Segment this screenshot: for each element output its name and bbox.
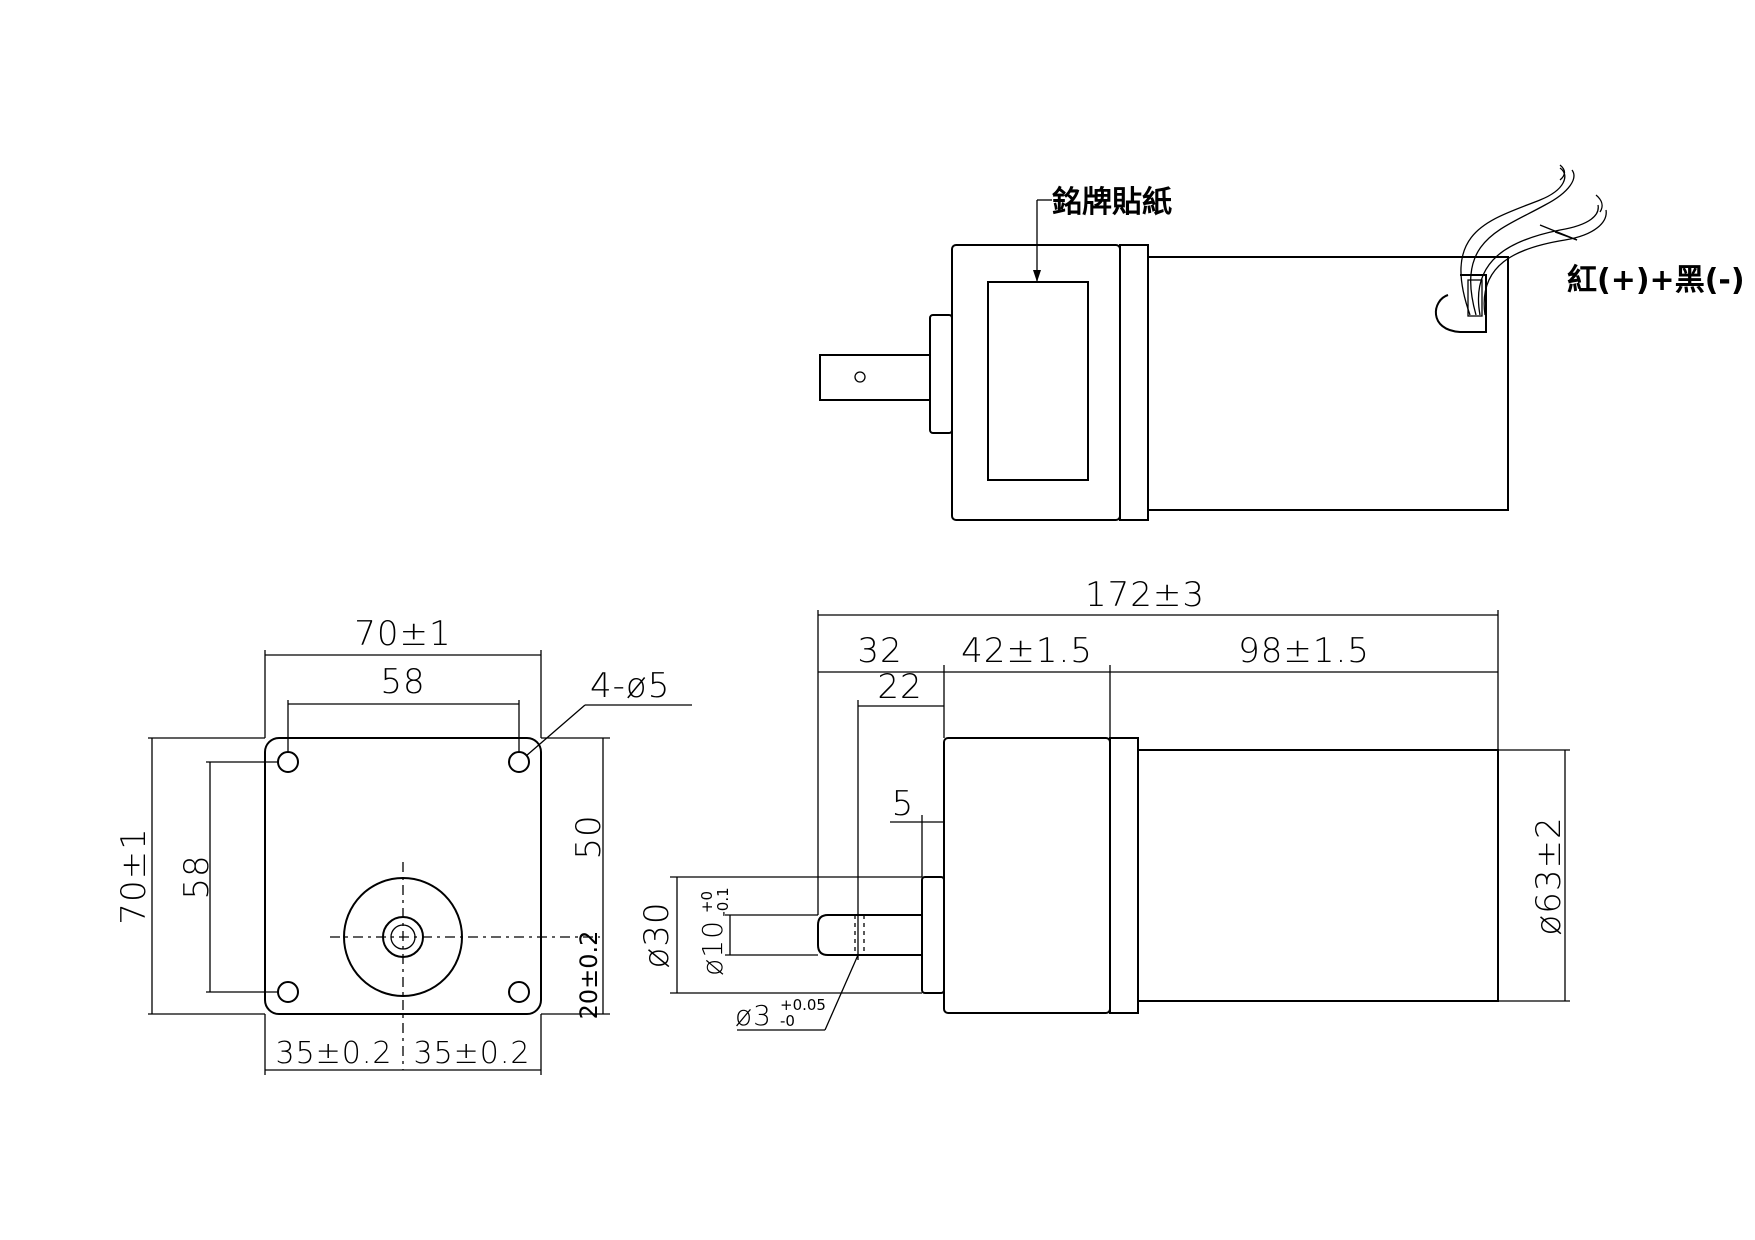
dim-boss-dia: ø30 <box>637 901 677 968</box>
dim-motor-len: 98±1.5 <box>1238 631 1370 671</box>
dim-hole-spacing-top: 58 <box>380 662 425 702</box>
top-shaft <box>819 354 930 401</box>
side-view: 172±3 32 42±1.5 98±1.5 22 5 ø30 ø10 +0 -… <box>637 575 1570 1032</box>
dim-height-left: 70±1 <box>114 827 154 924</box>
side-boss <box>921 876 945 994</box>
dim-half-left: 35±0.2 <box>275 1036 392 1071</box>
dim-shaft-dia: ø10 <box>696 920 729 976</box>
dim-shaft-tol-upper: +0 <box>698 891 716 913</box>
side-shaft <box>817 914 922 956</box>
dim-gearbox-len: 42±1.5 <box>961 631 1093 671</box>
top-shaft-pin <box>854 371 866 383</box>
dim-boss-len: 5 <box>892 784 915 824</box>
dim-overall: 172±3 <box>1085 575 1205 615</box>
front-view: 70±1 58 4-ø5 70±1 58 50 20±0.2 35±0.2 35… <box>114 614 692 1075</box>
dim-key-len: 22 <box>877 667 922 707</box>
wires-label: 紅(+)+黑(-) <box>1567 263 1745 298</box>
dim-shaft-offset: 20±0.2 <box>575 931 603 1020</box>
dim-shaft-tol-lower: -0.1 <box>714 887 732 916</box>
mount-hole-bl <box>277 981 299 1003</box>
dim-half-right: 35±0.2 <box>413 1036 530 1071</box>
nameplate-label: 銘牌貼紙 <box>1052 185 1172 220</box>
top-motor-body <box>1147 256 1509 511</box>
top-view: 銘牌貼紙 紅(+)+黑(-) <box>819 164 1745 521</box>
dim-hole-spacing-left: 58 <box>177 854 217 899</box>
holes-leader <box>525 704 586 757</box>
side-gearbox <box>943 737 1111 1014</box>
front-flange <box>264 737 542 1015</box>
dim-height-right: 50 <box>569 814 609 859</box>
dim-width-top: 70±1 <box>354 614 451 654</box>
top-boss <box>929 314 953 434</box>
dim-holes: 4-ø5 <box>590 666 670 706</box>
side-flange <box>1109 737 1139 1014</box>
top-flange <box>1119 244 1149 521</box>
dim-pin-tol-upper: +0.05 <box>780 996 826 1014</box>
wire-black <box>1477 204 1599 316</box>
dim-pin-tol-lower: -0 <box>780 1012 795 1030</box>
nameplate-sticker <box>987 281 1089 481</box>
wire-leader-2 <box>1554 231 1578 241</box>
mount-hole-tl <box>277 751 299 773</box>
wire-red <box>1460 167 1566 316</box>
mount-hole-br <box>508 981 530 1003</box>
top-gearbox <box>951 244 1121 521</box>
dim-motor-dia: ø63±2 <box>1529 816 1569 935</box>
mount-hole-tr <box>508 751 530 773</box>
wire-grommet <box>1434 274 1487 333</box>
dim-pin-dia: ø3 <box>735 999 772 1032</box>
side-motor-body <box>1137 749 1499 1002</box>
pin-leader <box>824 954 859 1031</box>
dim-shaft-len: 32 <box>857 631 902 671</box>
